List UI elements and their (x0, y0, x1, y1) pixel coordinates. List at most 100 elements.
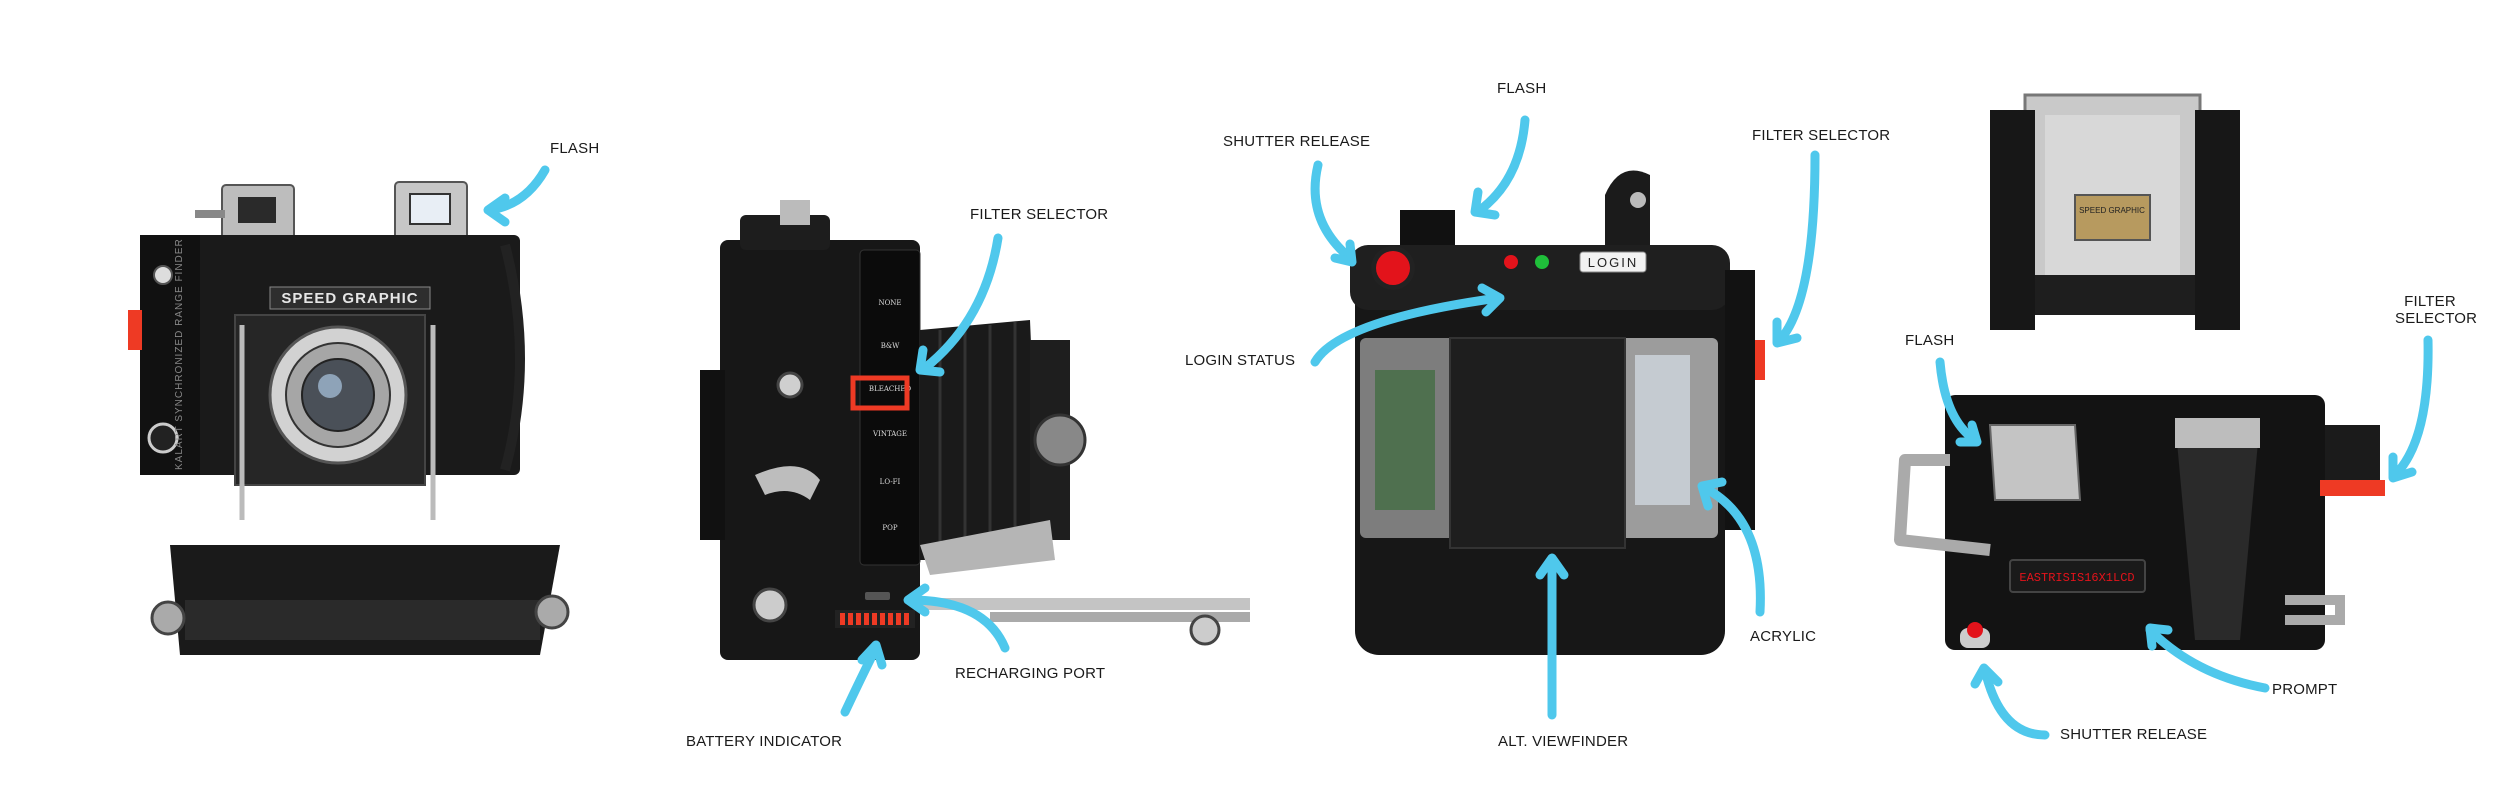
arrow-back-flash (1475, 115, 1530, 215)
front-strap (500, 243, 525, 472)
label-back-filter-selector: FILTER SELECTOR (1752, 127, 1891, 144)
arrowhead-login-status (1477, 283, 1505, 317)
brand-text: SPEED GRAPHIC (281, 290, 418, 307)
side-lens (1033, 413, 1087, 467)
arrowhead-side-filter (915, 345, 945, 377)
arrow-top-filter (2390, 335, 2433, 480)
arrow-acrylic (1700, 483, 1765, 617)
front-knob-left (150, 600, 186, 636)
top-handle-cap (2175, 418, 2260, 448)
camera-front-view: KALART SYNCHRONIZED RANGE FINDER SPEED G… (128, 181, 570, 655)
side-lever (755, 466, 820, 500)
filter-option-bleached: BLEACHED (869, 385, 912, 393)
login-button-label: LOGIN (1588, 255, 1638, 270)
acrylic-panel-left-board (1375, 370, 1435, 510)
front-filter-tab (128, 310, 142, 350)
lcd-display-text: EASTRISIS16X1LCD (2019, 571, 2134, 585)
side-grip (700, 370, 725, 540)
login-led-red (1504, 255, 1518, 269)
arrowhead-back-flash (1470, 187, 1500, 220)
arrow-recharging-port (905, 595, 1010, 653)
login-led-green (1535, 255, 1549, 269)
arrow-login-status (1310, 293, 1503, 367)
label-alt-viewfinder: ALT. VIEWFINDER (1498, 733, 1629, 750)
label-side-filter-selector: FILTER SELECTOR (970, 206, 1109, 223)
top-bottom-arm (2285, 595, 2345, 625)
arrowhead-battery (857, 640, 887, 670)
brand-plate (269, 286, 431, 310)
arrowhead-prompt (2145, 623, 2173, 651)
back-shutter-release-button (1376, 251, 1410, 285)
battery-bars (840, 613, 909, 625)
filter-option-pop: POP (882, 524, 897, 532)
login-button (1579, 251, 1647, 273)
label-battery-indicator: BATTERY INDICATOR (686, 733, 843, 750)
arrowhead-alt-viewfinder (1535, 553, 1569, 580)
arrow-back-filter (1775, 150, 1820, 345)
arrowhead-back-filter (1772, 317, 1802, 348)
flash-bracket-left-window (238, 197, 276, 223)
arrowhead-top-shutter (1970, 663, 2003, 689)
label-front-flash: FLASH (550, 140, 600, 157)
side-bellows (920, 320, 1040, 560)
recharging-port (865, 592, 890, 600)
front-bed-track (185, 600, 540, 640)
top-left-column (1990, 110, 2035, 330)
arrow-prompt (2145, 625, 2270, 693)
front-dial-top (153, 265, 173, 285)
side-rail-knob (1189, 614, 1221, 646)
label-top-filter-selector-line2: SELECTOR (2395, 310, 2478, 327)
arrowhead-top-flash (1955, 420, 1982, 447)
side-viewfinder-bracket (780, 200, 810, 225)
side-bellows-folds (938, 322, 1017, 560)
arrow-top-shutter (1980, 665, 2050, 740)
side-rail-bottom (990, 612, 1250, 622)
side-bottom-knob (752, 587, 788, 623)
callout-arrows (483, 115, 2433, 740)
top-bracket-left (1894, 454, 1991, 556)
arrow-side-filter (920, 233, 1003, 373)
arrow-back-shutter (1310, 160, 1355, 263)
acrylic-panel-right-board (1635, 355, 1690, 505)
label-top-flash: FLASH (1905, 332, 1955, 349)
side-knob (776, 371, 804, 399)
filter-option-vintage: VINTAGE (872, 430, 907, 438)
camera-side-view: NONE B&W BLEACHED VINTAGE LO-FI POP (700, 200, 1250, 660)
side-strut (920, 520, 1055, 575)
arrow-top-flash (1935, 357, 1980, 445)
top-plate-text: SPEED GRAPHIC (2079, 206, 2145, 215)
back-right-side (1725, 270, 1755, 530)
top-flash-shoe-left (1988, 424, 2082, 501)
front-lens-glass (301, 358, 375, 432)
arrowhead-acrylic (1697, 477, 1727, 511)
top-shutter-release-button (1967, 622, 1983, 638)
filter-selection-highlight (850, 375, 910, 411)
top-lens-housing (2035, 275, 2195, 315)
top-right-column (2195, 110, 2240, 330)
filter-option-lofi: LO-FI (880, 478, 901, 486)
top-plate (2074, 194, 2151, 241)
arrowhead-front-flash (483, 193, 510, 227)
front-side-text: KALART SYNCHRONIZED RANGE FINDER (174, 238, 185, 470)
flash-unit-window (409, 193, 451, 225)
filter-option-none: NONE (878, 299, 901, 307)
front-lens-reflection (318, 374, 342, 398)
label-top-filter-selector: FILTER SELECTOR (2395, 293, 2478, 327)
front-dial-bottom (147, 422, 179, 454)
arrowhead-back-shutter (1330, 239, 1357, 267)
back-viewfinder-knob (1630, 192, 1646, 208)
top-filter-tab (2320, 480, 2385, 496)
label-acrylic: ACRYLIC (1750, 628, 1817, 645)
filter-option-bw: B&W (881, 342, 900, 350)
label-back-flash: FLASH (1497, 80, 1547, 97)
label-recharging-port: RECHARGING PORT (955, 665, 1106, 682)
alt-viewfinder-hood (1449, 337, 1626, 549)
label-login-status: LOGIN STATUS (1185, 352, 1296, 369)
front-knob-right (534, 594, 570, 630)
arrowhead-recharging-port (903, 583, 930, 617)
camera-back-view: LOGIN (1350, 170, 1765, 655)
side-rail-top (920, 598, 1250, 610)
arrowhead-top-filter (2388, 452, 2417, 483)
label-prompt: PROMPT (2272, 681, 2338, 698)
